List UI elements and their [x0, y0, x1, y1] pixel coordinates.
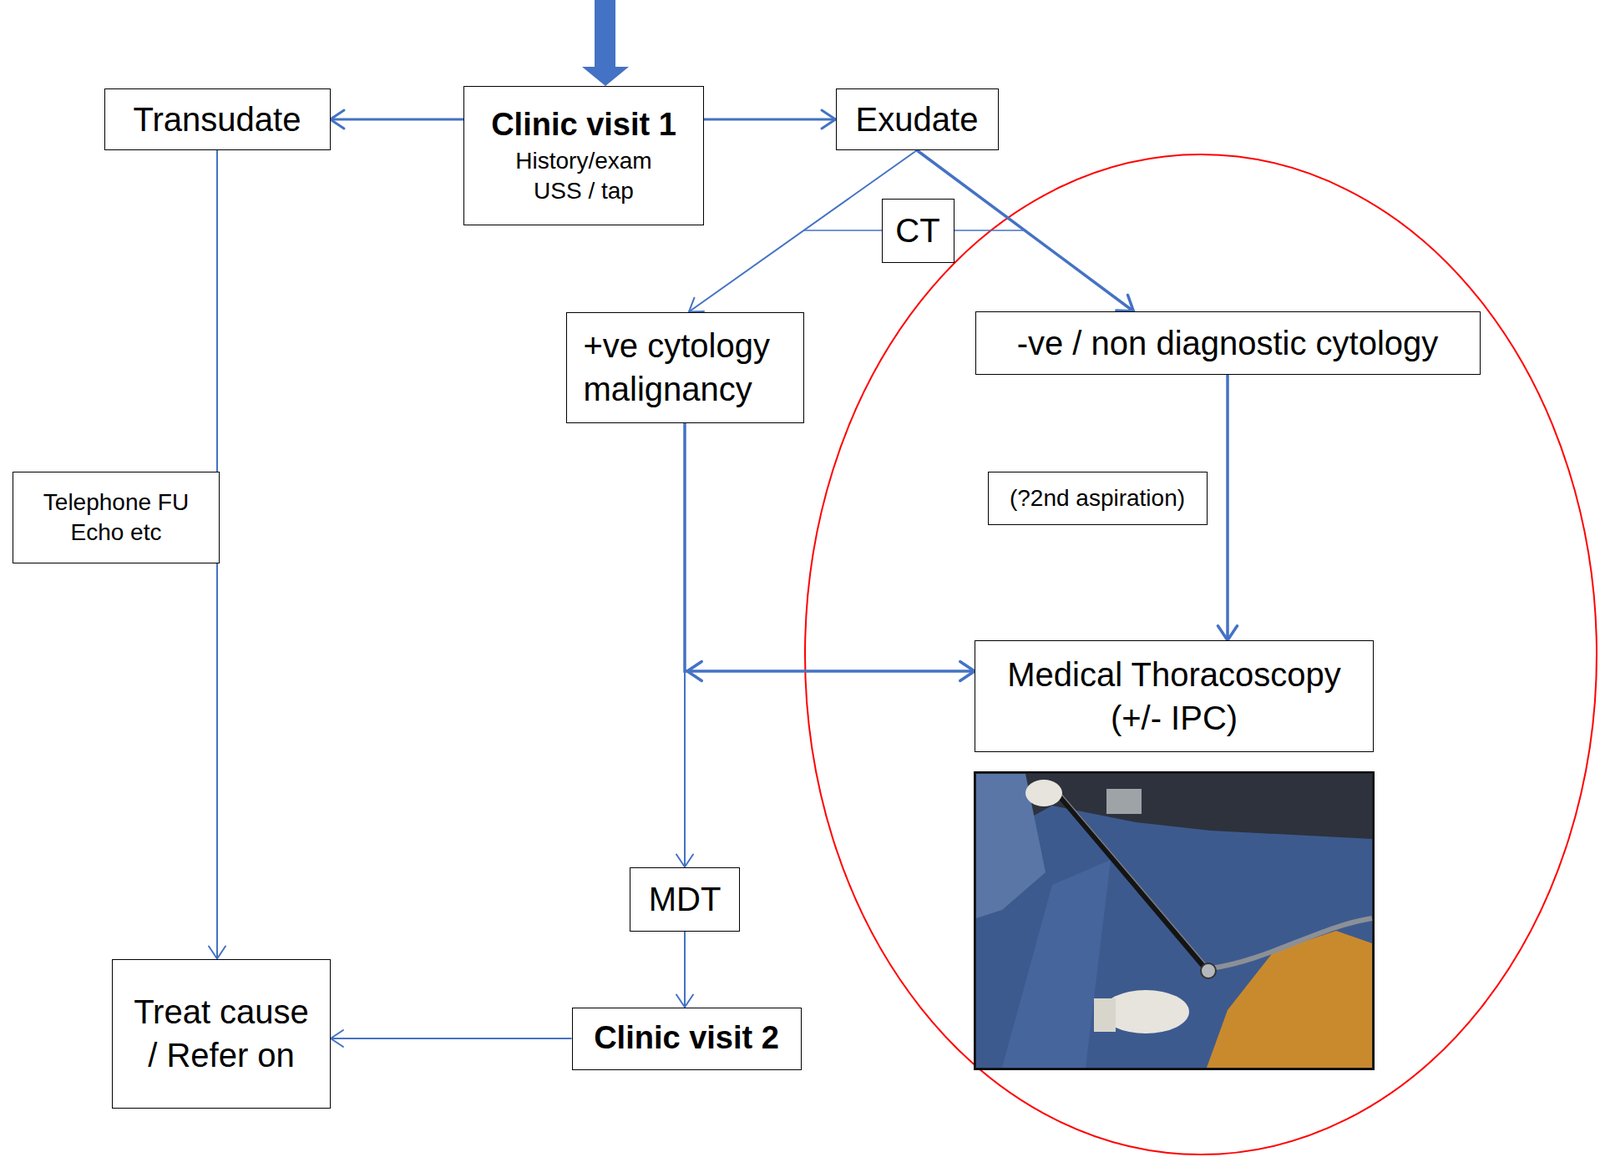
flow-connector: [1218, 374, 1238, 641]
process-box: -ve / non diagnostic cytology: [975, 311, 1481, 375]
photo-trocar: [1200, 963, 1216, 979]
arrow-head: [676, 855, 694, 868]
box-label: CT: [891, 208, 946, 253]
box-label: Exudate: [850, 97, 985, 142]
connector-line: [330, 1037, 573, 1040]
arrow-head: [1218, 626, 1238, 641]
photo-monitor: [1106, 789, 1142, 815]
flow-connector: [330, 1030, 573, 1048]
box-label: (?2nd aspiration): [998, 483, 1197, 514]
process-box: Medical Thoracoscopy (+/- IPC): [974, 640, 1374, 753]
connector-line: [684, 423, 975, 673]
photo-instrument-highlight: [1055, 787, 1206, 965]
highlight-ellipse: [805, 154, 1597, 1155]
arrow-head: [960, 662, 975, 682]
entry-arrow: [582, 0, 629, 87]
arrow-head: [687, 662, 702, 682]
arrow-head: [330, 110, 345, 129]
thoracoscopy-photo: [974, 772, 1374, 1070]
connector-line: [1225, 374, 1230, 641]
photo-instrument: [1053, 789, 1205, 968]
process-box: Clinic visit 1History/exam USS / tap: [463, 86, 704, 226]
flow-connector: [676, 931, 694, 1008]
bracket-line: [804, 229, 882, 232]
process-box: Transudate: [104, 88, 331, 151]
connector-line: [683, 931, 686, 1008]
box-body: History/exam USS / tap: [489, 146, 679, 208]
box-label: Treat cause / Refer on: [129, 990, 314, 1078]
box-label: Clinic visit 1: [489, 104, 679, 146]
flow-connector: [684, 423, 975, 682]
photo-tubing: [1210, 918, 1373, 969]
photo-skin: [1206, 931, 1373, 1069]
box-label: Telephone FU Echo etc: [30, 487, 203, 549]
box-label: MDT: [640, 877, 730, 922]
flow-connector: [330, 110, 465, 129]
connector-line: [703, 118, 836, 122]
note-box: Telephone FU Echo etc: [12, 471, 220, 564]
box-label: Transudate: [118, 97, 317, 142]
arrow-head: [821, 110, 836, 129]
flow-connector: [703, 110, 836, 129]
arrow-head: [1116, 294, 1135, 312]
label-box: CT: [881, 198, 955, 264]
photo-glove: [1025, 779, 1063, 807]
process-box: Treat cause / Refer on: [111, 959, 331, 1109]
arrow-head: [676, 995, 694, 1008]
arrow-head: [330, 1030, 344, 1048]
note-box: (?2nd aspiration): [987, 471, 1208, 526]
process-box: Clinic visit 2: [572, 1007, 802, 1071]
process-box: Exudate: [835, 88, 999, 151]
arrow-head: [688, 298, 704, 313]
box-label: Clinic visit 2: [589, 1017, 785, 1059]
box-label: +ve cytology malignancy: [583, 324, 787, 411]
process-box: +ve cytology malignancy: [566, 312, 805, 424]
photo-cuff: [1093, 998, 1116, 1033]
box-label: -ve / non diagnostic cytology: [992, 321, 1464, 365]
bracket-line: [954, 229, 1026, 232]
process-box: MDT: [629, 867, 740, 932]
photo-frame: [974, 772, 1374, 1070]
box-label: Medical Thoracoscopy (+/- IPC): [992, 653, 1357, 740]
connector-line: [330, 118, 465, 122]
arrow-head: [208, 946, 226, 960]
